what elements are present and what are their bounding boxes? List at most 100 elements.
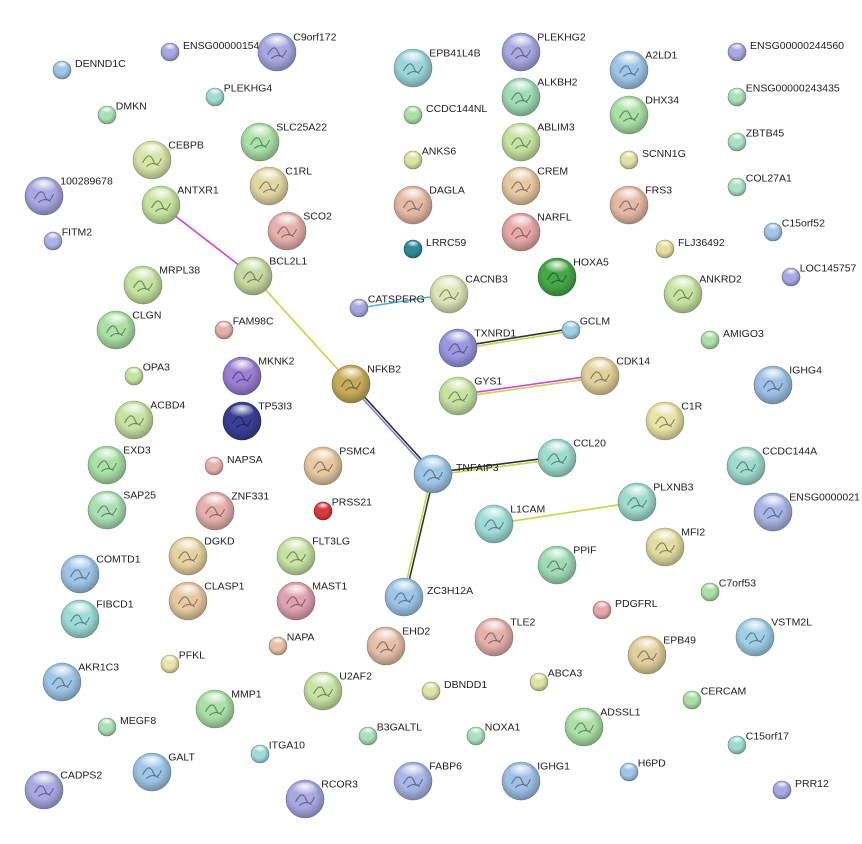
node-clasp1[interactable]: CLASP1 [168, 581, 245, 621]
node-akr1c3[interactable]: AKR1C3 [42, 662, 119, 702]
node-col27a1[interactable]: COL27A1 [727, 173, 792, 197]
node-mknk2[interactable]: MKNK2 [222, 356, 295, 396]
node-znf331[interactable]: ZNF331 [195, 491, 269, 531]
node-cacnb3[interactable]: CACNB3 [429, 274, 508, 314]
node-frs3[interactable]: FRS3 [609, 185, 672, 225]
node-c7orf53[interactable]: C7orf53 [700, 578, 756, 602]
node-cadps2[interactable]: CADPS2 [24, 770, 102, 810]
node-gys1[interactable]: GYS1 [438, 376, 502, 416]
node-bcl2l1[interactable]: BCL2L1 [233, 256, 307, 296]
node-slc25a22[interactable]: SLC25A22 [240, 122, 327, 162]
node-100289678[interactable]: 100289678 [24, 176, 113, 216]
node-sco2[interactable]: SCO2 [267, 211, 332, 251]
node-l1cam[interactable]: L1CAM [474, 504, 545, 544]
node-itga10[interactable]: ITGA10 [250, 740, 305, 764]
node-ehd2[interactable]: EHD2 [366, 626, 430, 666]
node-epb41l4b[interactable]: EPB41L4B [393, 48, 481, 88]
node-prr12[interactable]: PRR12 [772, 778, 829, 800]
node-ccl20[interactable]: CCL20 [537, 438, 606, 478]
node-catsperg[interactable]: CATSPERG [349, 294, 425, 318]
node-plxnb3[interactable]: PLXNB3 [617, 482, 694, 522]
node-ankrd2[interactable]: ANKRD2 [663, 274, 742, 314]
node-flj36492[interactable]: FLJ36492 [655, 237, 725, 259]
node-acbd4[interactable]: ACBD4 [114, 400, 185, 440]
node-megf8[interactable]: MEGF8 [97, 715, 156, 737]
node-clgn[interactable]: CLGN [96, 310, 161, 350]
node-napa[interactable]: NAPA [268, 632, 315, 656]
node-a2ld1[interactable]: A2LD1 [609, 50, 678, 90]
node-fitm2[interactable]: FITM2 [43, 227, 92, 251]
node-h6pd[interactable]: H6PD [619, 758, 666, 782]
node-amigo3[interactable]: AMIGO3 [700, 328, 764, 350]
node-comtd1[interactable]: COMTD1 [60, 554, 141, 594]
node-flt3lg[interactable]: FLT3LG [276, 536, 350, 576]
node-pdgfrl[interactable]: PDGFRL [592, 598, 658, 620]
node-zbtb45[interactable]: ZBTB45 [727, 128, 784, 152]
node-u2af2[interactable]: U2AF2 [303, 671, 372, 711]
node-dagla[interactable]: DAGLA [393, 185, 465, 225]
edge-l1cam-plxnb3[interactable] [493, 501, 638, 525]
node-fam98c[interactable]: FAM98C [214, 316, 274, 340]
node-rcor3[interactable]: RCOR3 [285, 779, 358, 819]
node-c15orf17[interactable]: C15orf17 [727, 731, 789, 755]
node-tp53i3[interactable]: TP53I3 [222, 401, 292, 441]
node-antxr1[interactable]: ANTXR1 [141, 185, 219, 225]
node-c9orf172[interactable]: C9orf172 [257, 32, 337, 72]
node-lrrc59[interactable]: LRRC59 [403, 237, 466, 259]
node-c1rl[interactable]: C1RL [249, 166, 312, 206]
node-psmc4[interactable]: PSMC4 [303, 446, 376, 486]
node-dgkd[interactable]: DGKD [168, 536, 235, 576]
node-ccdc144nl[interactable]: CCDC144NL [403, 103, 487, 125]
node-napsa[interactable]: NAPSA [204, 454, 263, 476]
node-tle2[interactable]: TLE2 [474, 617, 536, 657]
node-vstm2l[interactable]: VSTM2L [735, 617, 812, 657]
node-narfl[interactable]: NARFL [501, 212, 572, 252]
node-epb49[interactable]: EPB49 [627, 635, 696, 675]
node-ighg4[interactable]: IGHG4 [753, 365, 822, 405]
edge-tnfaip3-ccl20[interactable] [432, 456, 558, 476]
node-loc145757[interactable]: LOC145757 [781, 263, 857, 287]
node-abca3[interactable]: ABCA3 [529, 668, 582, 692]
node-mast1[interactable]: MAST1 [276, 581, 347, 621]
edge-bcl2l1-nfkb2[interactable] [252, 275, 352, 385]
node-cdk14[interactable]: CDK14 [580, 356, 650, 396]
node-ensg0000021[interactable]: ENSG0000021 [753, 492, 860, 532]
node-fibcd1[interactable]: FIBCD1 [60, 599, 134, 639]
node-gclm[interactable]: GCLM [561, 316, 610, 340]
node-sap25[interactable]: SAP25 [87, 490, 156, 530]
node-pfkl[interactable]: PFKL [160, 650, 205, 674]
node-prss21[interactable]: PRSS21 [313, 497, 372, 521]
node-ablim3[interactable]: ABLIM3 [501, 122, 575, 162]
node-dmkn[interactable]: DMKN [97, 101, 147, 125]
node-dennd1c[interactable]: DENND1C [52, 58, 126, 80]
node-mmp1[interactable]: MMP1 [195, 689, 262, 729]
node-ppif[interactable]: PPIF [537, 545, 597, 585]
node-ensg00000243435[interactable]: ENSG00000243435 [727, 83, 840, 107]
node-alkbh2[interactable]: ALKBH2 [501, 77, 578, 117]
node-scnn1g[interactable]: SCNN1G [619, 148, 686, 170]
node-dhx34[interactable]: DHX34 [609, 95, 679, 135]
node-ensg00000244560[interactable]: ENSG00000244560 [727, 40, 844, 62]
node-anks6[interactable]: ANKS6 [403, 146, 456, 170]
node-adssl1[interactable]: ADSSL1 [564, 707, 641, 747]
node-galt[interactable]: GALT [132, 752, 195, 792]
node-c15orf52[interactable]: C15orf52 [763, 218, 825, 242]
node-c1r[interactable]: C1R [645, 401, 703, 441]
node-b3galtl[interactable]: B3GALTL [358, 722, 422, 746]
node-noxa1[interactable]: NOXA1 [466, 722, 521, 746]
node-ccdc144a[interactable]: CCDC144A [726, 446, 817, 486]
node-dbndd1[interactable]: DBNDD1 [421, 679, 487, 701]
node-cebpb[interactable]: CEBPB [132, 140, 204, 180]
node-exd3[interactable]: EXD3 [87, 445, 151, 485]
node-opa3[interactable]: OPA3 [124, 362, 170, 386]
edge-antxr1-bcl2l1[interactable] [160, 204, 254, 277]
node-nfkb2[interactable]: NFKB2 [331, 364, 401, 404]
node-tnfaip3[interactable]: TNFAIP3 [413, 454, 499, 494]
node-plekhg4[interactable]: PLEKHG4 [205, 83, 272, 107]
node-ighg1[interactable]: IGHG1 [501, 761, 570, 801]
edge-nfkb2-tnfaip3[interactable] [349, 382, 435, 476]
node-txnrd1[interactable]: TXNRD1 [438, 328, 516, 368]
node-hoxa5[interactable]: HOXA5 [537, 257, 609, 297]
node-mrpl38[interactable]: MRPL38 [123, 265, 200, 305]
node-cercam[interactable]: CERCAM [682, 686, 746, 710]
